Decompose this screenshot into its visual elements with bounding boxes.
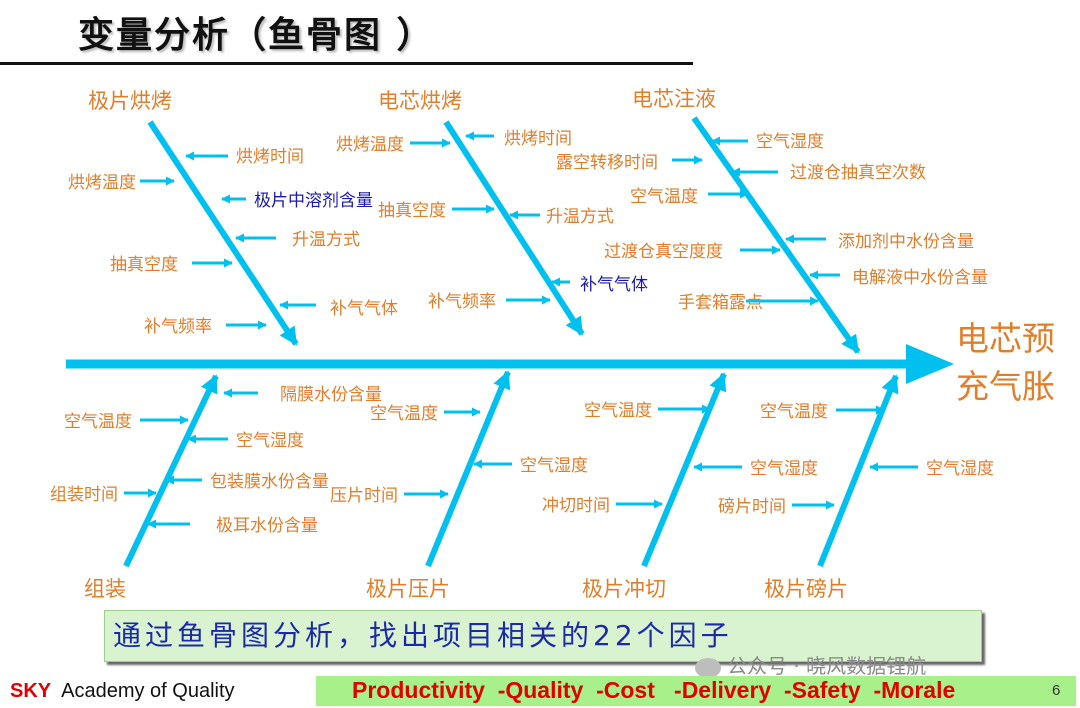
cause-label: 空气温度 <box>630 187 698 207</box>
cause-label: 烘烤时间 <box>236 147 304 167</box>
cause-label: 组装时间 <box>50 485 118 505</box>
cause-label: 空气湿度 <box>750 459 818 479</box>
main-bone-top-1 <box>147 120 299 346</box>
cause-label: 空气温度 <box>760 402 828 422</box>
watermark-text: 公众号 · 晓风数据锂航 <box>727 654 927 678</box>
cause-label: 磅片时间 <box>718 497 786 517</box>
cause-label: 抽真空度 <box>110 255 178 275</box>
title-underline <box>0 62 693 65</box>
main-bone-top-3 <box>691 116 861 354</box>
category-label: 电芯注液 <box>632 87 716 111</box>
category-label: 极片磅片 <box>764 577 848 601</box>
brand-text: Academy of Quality <box>61 680 235 702</box>
category-label: 电芯烘烤 <box>378 89 462 113</box>
page-number: 6 <box>1052 682 1061 699</box>
cause-label: 手套箱露点 <box>678 293 763 313</box>
effect-label: 充气胀 <box>956 367 1055 406</box>
category-label: 极片冲切 <box>582 577 666 601</box>
cause-label: 空气湿度 <box>756 132 824 152</box>
cause-label: 露空转移时间 <box>556 153 658 173</box>
cause-label: 极耳水份含量 <box>216 516 318 536</box>
cause-label: 烘烤温度 <box>68 173 136 193</box>
cause-label: 电解液中水份含量 <box>852 268 988 288</box>
main-bone-bottom-2 <box>425 370 511 568</box>
footer-slogan: Productivity -Quality -Cost -Delivery -S… <box>352 677 956 703</box>
page-title: 变量分析（鱼骨图 ） <box>78 15 435 56</box>
summary-banner: 通过鱼骨图分析，找出项目相关的22个因子 <box>104 610 982 662</box>
main-bone-bottom-4 <box>817 374 899 568</box>
cause-label: 过渡仓真空度度 <box>604 242 723 262</box>
cause-label: 升温方式 <box>292 230 360 250</box>
brand-name: SKY <box>10 680 52 702</box>
cause-label: 空气温度 <box>370 404 438 424</box>
cause-label: 空气湿度 <box>520 456 588 476</box>
cause-label: 隔膜水份含量 <box>280 385 382 405</box>
main-bone-bottom-3 <box>641 372 727 568</box>
cause-label: 过渡仓抽真空次数 <box>790 163 926 183</box>
cause-label: 极片中溶剂含量 <box>254 191 373 211</box>
cause-label: 烘烤时间 <box>504 129 572 149</box>
cause-label: 冲切时间 <box>542 496 610 516</box>
category-label: 极片压片 <box>366 577 450 601</box>
wechat-icon <box>695 657 721 678</box>
cause-label: 补气频率 <box>428 292 496 312</box>
spine-arrowhead <box>906 344 954 384</box>
footer-brand: SKY Academy of Quality <box>10 680 235 703</box>
watermark: 公众号 · 晓风数据锂航 <box>695 650 926 679</box>
cause-label: 添加剂中水份含量 <box>838 232 974 252</box>
category-label: 极片烘烤 <box>88 89 172 113</box>
cause-label: 烘烤温度 <box>336 135 404 155</box>
main-bone-bottom-1 <box>123 374 219 568</box>
cause-label: 补气频率 <box>144 317 212 337</box>
cause-label: 空气湿度 <box>926 459 994 479</box>
cause-label: 空气温度 <box>64 412 132 432</box>
cause-label: 空气温度 <box>584 401 652 421</box>
cause-label: 补气气体 <box>580 275 648 295</box>
footer-slogan-bar <box>316 676 1076 706</box>
category-label: 组装 <box>84 577 126 601</box>
cause-label: 抽真空度 <box>378 201 446 221</box>
cause-label: 空气湿度 <box>236 431 304 451</box>
cause-label: 升温方式 <box>546 207 614 227</box>
cause-label: 补气气体 <box>330 299 398 319</box>
cause-label: 包装膜水份含量 <box>210 472 329 492</box>
effect-label: 电芯预 <box>956 319 1055 358</box>
main-bone-top-2 <box>443 120 585 336</box>
cause-label: 压片时间 <box>330 486 398 506</box>
